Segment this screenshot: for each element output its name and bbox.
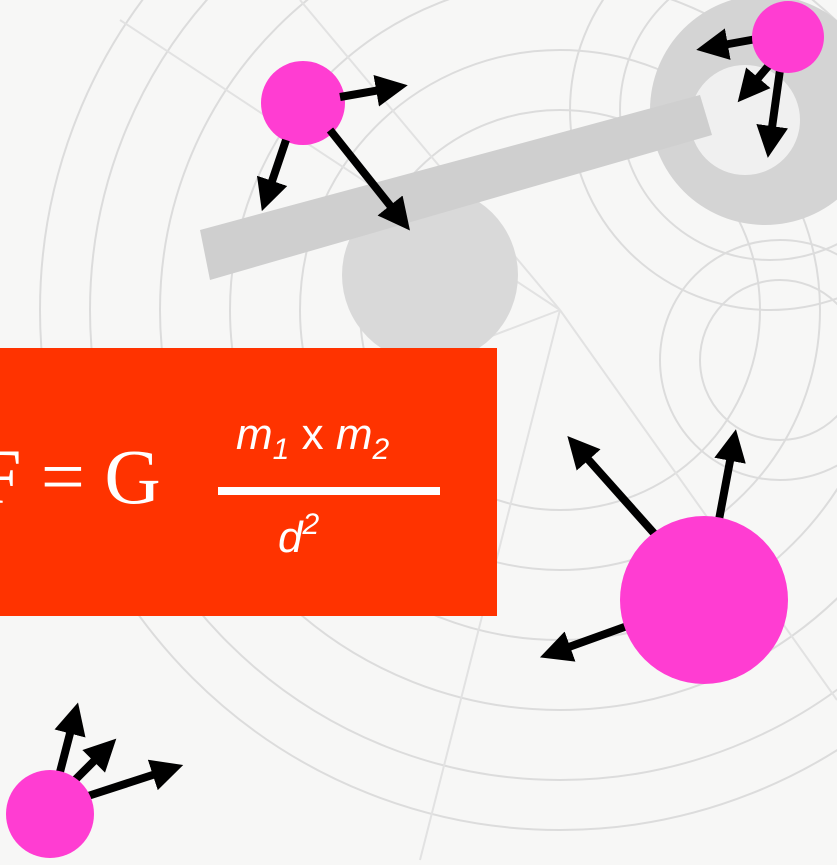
mass-circle (620, 516, 788, 684)
force-arrow (72, 738, 117, 783)
body-top-left (256, 61, 410, 231)
force-arrow (714, 429, 746, 526)
force-arrow (86, 759, 184, 800)
mass-1-subscript: 1 (272, 433, 290, 466)
mass-2: m (335, 410, 373, 459)
mass-circle (6, 770, 94, 858)
formula-denominator: d2 (278, 508, 319, 563)
body-bottom-left (6, 702, 184, 858)
force-arrow (54, 702, 86, 774)
distance-exponent: 2 (302, 508, 320, 541)
force-arrow (539, 621, 632, 662)
mass-1: m (236, 410, 273, 459)
formula-numerator: m1 x m2 (236, 410, 389, 467)
force-arrow (256, 138, 290, 212)
formula-lhs: F = G (0, 433, 161, 520)
body-large-right (539, 429, 788, 684)
mass-circle (752, 1, 824, 73)
mass-circle (261, 61, 345, 145)
fraction-bar (218, 487, 440, 495)
formula-box (0, 348, 497, 616)
force-arrow (737, 61, 774, 103)
formula-background (0, 348, 497, 616)
force-arrow (339, 74, 408, 107)
body-top-right (696, 1, 824, 158)
mass-2-subscript: 2 (372, 433, 390, 466)
force-arrow (326, 127, 410, 231)
force-arrow (567, 436, 663, 543)
distance: d (278, 513, 303, 562)
force-arrow (756, 69, 789, 158)
times-sign: x (301, 410, 324, 459)
